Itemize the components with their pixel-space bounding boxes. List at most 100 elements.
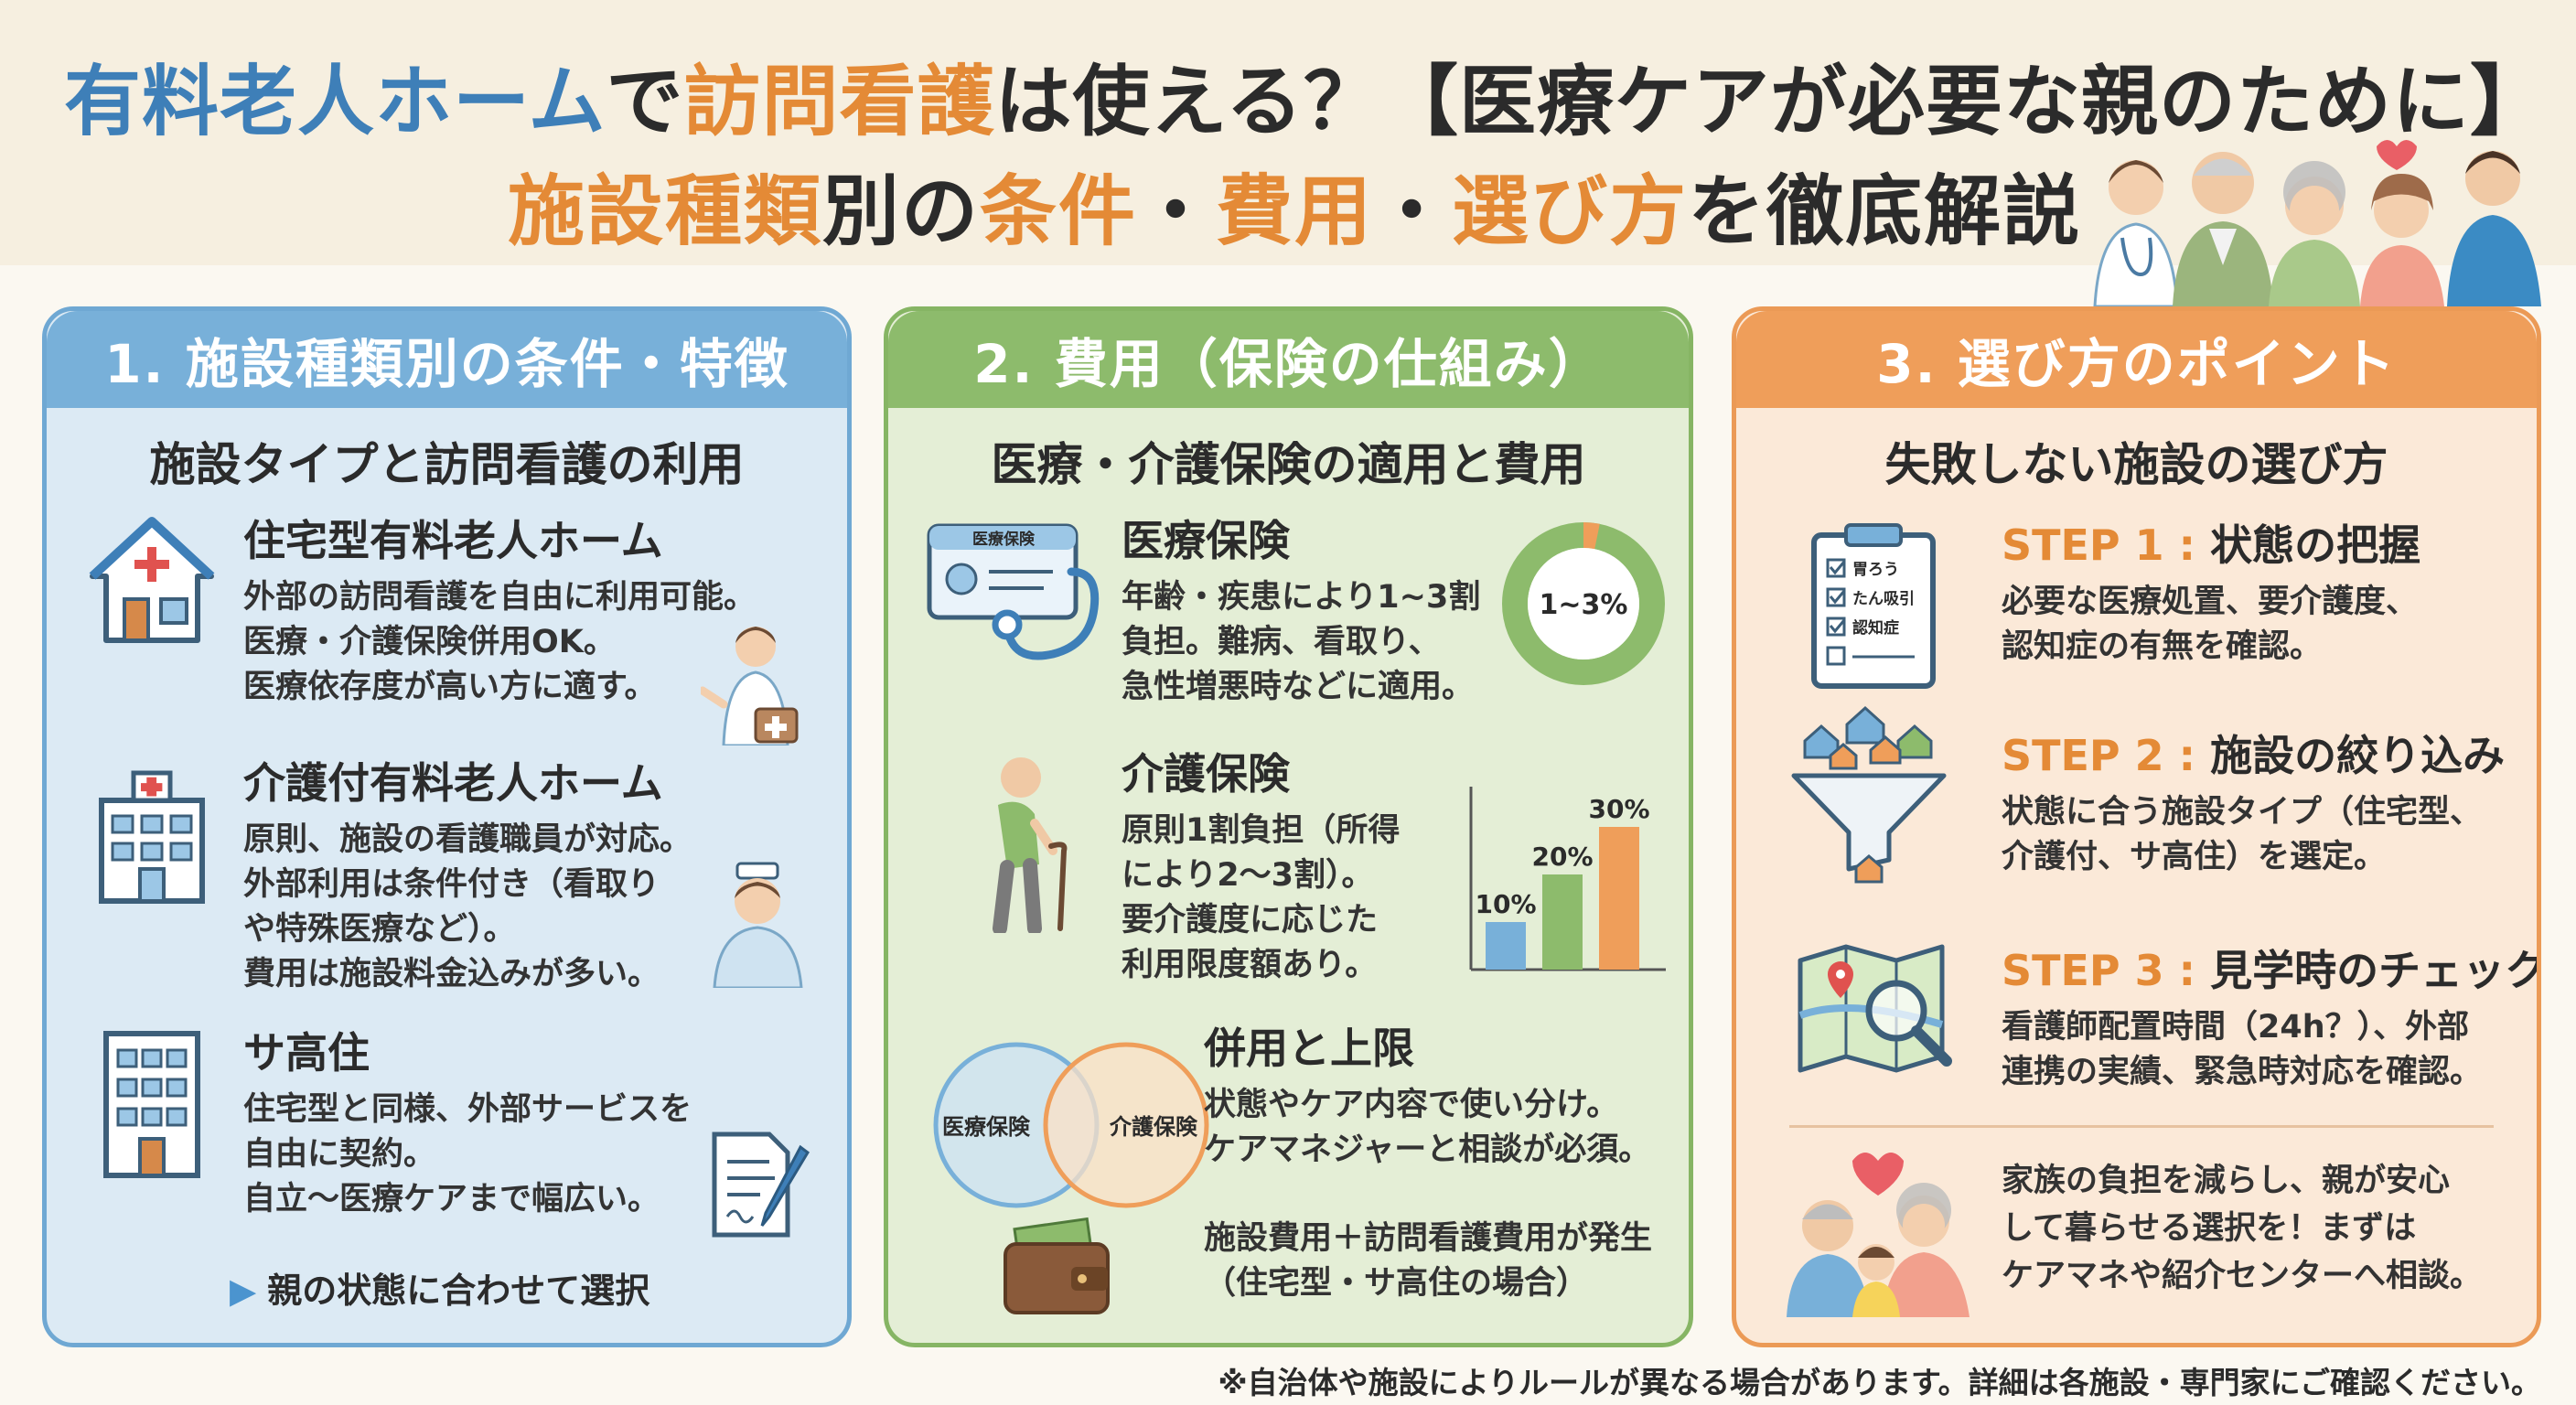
step-body: 状態に合う施設タイプ（住宅型、 介護付、サ高住）を選定。 xyxy=(2002,790,2505,880)
item-body: 原則、施設の看護職員が対応。 外部利用は条件付き（看取り や特殊医療など）。 費… xyxy=(243,818,692,997)
step-title: 状態の把握 xyxy=(2210,520,2421,570)
closing-line: 家族の負担を減らし、親が安心 xyxy=(2002,1163,2451,1199)
item-body: 外部の訪問看護を自由に利用可能。 医療・介護保険併用OK。 医療依存度が高い方に… xyxy=(243,575,756,710)
house-icon xyxy=(89,517,215,643)
daughter-figure-icon xyxy=(2360,140,2444,306)
step-3: STEP 3 : 見学時のチェック 看護師配置時間（24h？）、外部 連携の実績… xyxy=(2002,938,2541,1095)
item-line: 施設費用＋訪問看護費用が発生 xyxy=(1204,1220,1653,1257)
step-heading: STEP 1 : 状態の把握 xyxy=(2002,512,2420,573)
facility-nurse-icon xyxy=(713,862,803,988)
item-title: 医療保険 xyxy=(1122,516,1290,565)
panel-costs-insurance: 2. 費用（保険の仕組み） 医療・介護保険の適用と費用 医療保険 医療保険 年齢… xyxy=(884,306,1693,1347)
panel-header: 2. 費用（保険の仕組み） xyxy=(888,311,1689,408)
item-line: 自立〜医療ケアまで幅広い。 xyxy=(243,1181,660,1217)
bar-20 xyxy=(1542,874,1583,970)
item-line: 外部利用は条件付き（看取り xyxy=(243,866,660,903)
insurance-item-combined: 併用と上限 状態やケア内容で使い分け。 ケアマネジャーと相談が必須。 xyxy=(1204,1015,1650,1173)
subtitle-part: 条件 xyxy=(980,166,1138,256)
panel-selection-points: 3. 選び方のポイント 失敗しない施設の選び方 胃ろう たん吸引 認知症 STE… xyxy=(1732,306,2541,1347)
title-part: は使える？【医療ケアが必要な親のために】 xyxy=(994,57,2548,146)
nursing-facility-icon xyxy=(99,770,205,904)
item-line: 利用限度額あり。 xyxy=(1122,947,1378,983)
item-title: 併用と上限 xyxy=(1204,1024,1414,1073)
item-line: 年齢・疾患により1~3割 xyxy=(1122,579,1481,616)
subtitle-part: を徹底解説 xyxy=(1688,166,2082,256)
item-title: 介護保険 xyxy=(1122,749,1290,799)
page-title: 有料老人ホームで訪問看護は使える？【医療ケアが必要な親のために】 xyxy=(64,40,2548,151)
item-line: 外部の訪問看護を自由に利用可能。 xyxy=(243,579,757,616)
step-line: 状態に合う施設タイプ（住宅型、 xyxy=(2002,794,2483,831)
bar-label: 20% xyxy=(1531,842,1593,872)
subtitle-part: 施設種類 xyxy=(508,166,823,256)
subtitle-part: 別の xyxy=(822,166,981,256)
funnel-icon xyxy=(1791,705,1947,884)
donut-label: 1~3% xyxy=(1540,589,1628,621)
male-nurse-figure-icon xyxy=(2447,151,2541,306)
insurance-item-facility-cost: 施設費用＋訪問看護費用が発生 （住宅型・サ高住の場合） xyxy=(1204,1217,1652,1306)
item-line: 医療依存度が高い方に適す。 xyxy=(243,669,657,705)
step-number: STEP 2 : xyxy=(2002,731,2196,780)
panel-header: 1. 施設種類別の条件・特徴 xyxy=(47,311,847,408)
panel-subheading: 施設タイプと訪問看護の利用 xyxy=(149,438,745,491)
step-2: STEP 2 : 施設の絞り込み 状態に合う施設タイプ（住宅型、 介護付、サ高住… xyxy=(2002,723,2505,880)
bar-10 xyxy=(1486,922,1526,970)
insurance-item-care: 介護保険 原則1割負担（所得 により2〜3割）。 要介護度に応じた 利用限度額あ… xyxy=(1122,741,1400,988)
venn-right-label: 介護保険 xyxy=(1109,1114,1198,1140)
checklist-item: たん吸引 xyxy=(1852,590,1915,608)
subtitle-part: ・ xyxy=(1373,166,1453,256)
step-line: 連携の実績、緊急時対応を確認。 xyxy=(2002,1054,2483,1090)
tip-text: 親の状態に合わせて選択 xyxy=(267,1271,650,1311)
item-line: ケアマネジャーと相談が必須。 xyxy=(1204,1132,1651,1168)
item-line: 原則1割負担（所得 xyxy=(1122,812,1401,849)
step-body: 看護師配置時間（24h？）、外部 連携の実績、緊急時対応を確認。 xyxy=(2002,1005,2537,1095)
insurance-item-medical: 医療保険 年齢・疾患により1~3割 負担。難病、看取り、 急性増悪時などに適用。 xyxy=(1122,508,1480,710)
triangle-bullet-icon: ▶ xyxy=(230,1271,257,1311)
panel-subheading: 医療・介護保険の適用と費用 xyxy=(991,438,1586,491)
contract-document-icon xyxy=(712,1132,810,1238)
closing-line: して暮らせる選択を！まずは xyxy=(2002,1210,2417,1247)
item-body: 年齢・疾患により1~3割 負担。難病、看取り、 急性増悪時などに適用。 xyxy=(1122,575,1480,710)
facility-item-care-included: 介護付有料老人ホーム 原則、施設の看護職員が対応。 外部利用は条件付き（看取り … xyxy=(243,750,692,997)
step-line: 看護師配置時間（24h？）、外部 xyxy=(2002,1009,2470,1046)
venn-left-label: 医療保険 xyxy=(942,1114,1031,1140)
step-line: 必要な医療処置、要介護度、 xyxy=(2002,584,2419,620)
step-title: 見学時のチェック xyxy=(2210,946,2541,995)
closing-line: ケアマネや紹介センターへ相談。 xyxy=(2002,1258,2483,1294)
page-subtitle: 施設種類別の条件・費用・選び方を徹底解説 xyxy=(508,150,2081,261)
facility-item-residential: 住宅型有料老人ホーム 外部の訪問看護を自由に利用可能。 医療・介護保険併用OK。… xyxy=(243,508,756,710)
bar-label: 30% xyxy=(1588,794,1649,824)
map-search-icon xyxy=(1798,944,1952,1073)
item-line: （住宅型・サ高住の場合） xyxy=(1204,1265,1589,1302)
item-line: 要介護度に応じた xyxy=(1122,902,1379,938)
step-line: 認知症の有無を確認。 xyxy=(2002,628,2323,665)
step-line: 介護付、サ高住）を選定。 xyxy=(2002,839,2387,875)
step-number: STEP 1 : xyxy=(2002,520,2196,570)
subtitle-part: 選び方 xyxy=(1452,166,1689,256)
selection-tip: ▶親の状態に合わせて選択 xyxy=(230,1262,649,1313)
closing-message: 家族の負担を減らし、親が安心 して暮らせる選択を！まずは ケアマネや紹介センター… xyxy=(2002,1157,2482,1300)
subtitle-part: ・ xyxy=(1137,166,1217,256)
elderly-cane-icon xyxy=(993,757,1068,933)
item-line: 住宅型と同様、外部サービスを xyxy=(243,1091,692,1128)
item-body: 施設費用＋訪問看護費用が発生 （住宅型・サ高住の場合） xyxy=(1204,1217,1652,1306)
item-title: 住宅型有料老人ホーム xyxy=(243,516,663,565)
step-heading: STEP 2 : 施設の絞り込み xyxy=(2002,723,2505,783)
step-number: STEP 3 : xyxy=(2002,946,2196,995)
family-heart-icon xyxy=(1787,1153,1970,1317)
step-title: 施設の絞り込み xyxy=(2210,731,2506,780)
item-line: や特殊医療など）。 xyxy=(243,911,516,948)
copay-bar-graphic: 10% 20% 30% xyxy=(1469,787,1666,971)
section-divider xyxy=(1789,1125,2494,1128)
item-body: 原則1割負担（所得 により2〜3割）。 要介護度に応じた 利用限度額あり。 xyxy=(1122,809,1400,988)
checklist-item: 胃ろう xyxy=(1852,561,1899,579)
bar-30 xyxy=(1599,827,1639,970)
apartment-icon xyxy=(103,1031,200,1178)
item-line: 急性増悪時などに適用。 xyxy=(1122,669,1475,705)
item-title: サ高住 xyxy=(243,1028,370,1078)
venn-diagram-icon: 医療保険 介護保険 xyxy=(933,1042,1209,1208)
item-line: 負担。難病、看取り、 xyxy=(1122,624,1441,660)
step-body: 必要な医療処置、要介護度、 認知症の有無を確認。 xyxy=(2002,580,2420,670)
closing-body: 家族の負担を減らし、親が安心 して暮らせる選択を！まずは ケアマネや紹介センター… xyxy=(2002,1157,2482,1300)
item-body: 状態やケア内容で使い分け。 ケアマネジャーと相談が必須。 xyxy=(1204,1083,1650,1173)
facility-item-service-housing: サ高住 住宅型と同様、外部サービスを 自由に契約。 自立〜医療ケアまで幅広い。 xyxy=(243,1020,692,1222)
